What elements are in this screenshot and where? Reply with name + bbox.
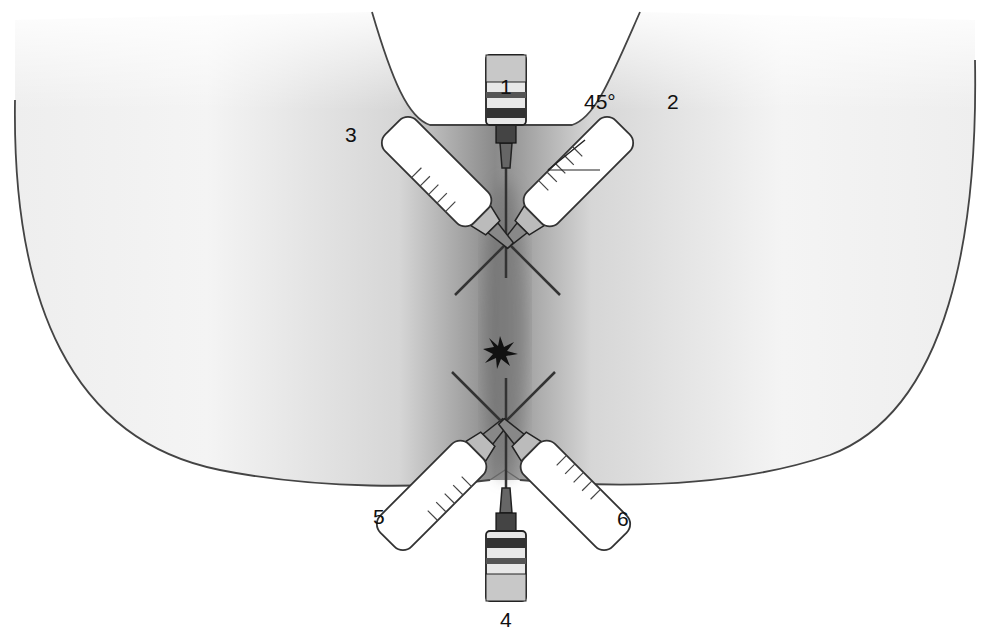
callout-number: 6 (617, 508, 629, 529)
callout-number: 3 (345, 124, 357, 145)
callout-number: 45° (584, 91, 616, 112)
callout-number: 5 (373, 506, 385, 527)
callout-number: 4 (500, 609, 512, 630)
body-edge (520, 60, 975, 484)
callout-number: 1 (500, 76, 512, 97)
angle-line (548, 169, 600, 170)
angle-line (548, 140, 585, 170)
callout-number: 2 (667, 91, 679, 112)
injection-point (483, 336, 518, 369)
